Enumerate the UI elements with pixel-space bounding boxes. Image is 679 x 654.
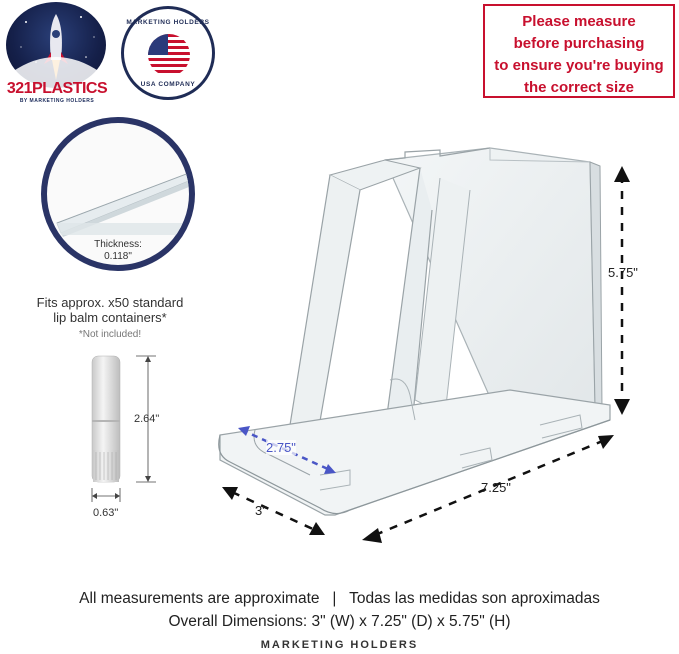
warning-line-3: to ensure you're buying xyxy=(494,57,664,74)
thickness-detail-circle xyxy=(41,117,195,271)
us-flag-icon xyxy=(148,34,190,76)
usa-badge-top-text: MARKETING HOLDERS xyxy=(126,19,210,26)
lip-balm-height-label: 2.64" xyxy=(134,413,160,425)
acrylic-edge-icon xyxy=(56,172,189,237)
usa-badge-bottom-text: USA COMPANY xyxy=(140,81,196,88)
warning-line-1: Please measure xyxy=(522,13,636,30)
approximate-note: All measurements are approximate | Todas… xyxy=(79,590,600,607)
lip-balm-width-label: 0.63" xyxy=(93,507,119,519)
logo-321-wordmark: 321PLASTICS xyxy=(6,80,108,97)
capacity-text: Fits approx. x50 standard lip balm conta… xyxy=(20,295,200,325)
width-dimension-label: 3" xyxy=(255,503,267,518)
thickness-title: Thickness: xyxy=(94,239,142,250)
footer-brand: MARKETING HOLDERS xyxy=(260,639,419,651)
measure-warning-box: Please measure before purchasing to ensu… xyxy=(483,4,675,98)
rocket-icon xyxy=(12,14,100,88)
logo-321-subtitle: BY MARKETING HOLDERS xyxy=(19,98,95,104)
warning-line-4: the correct size xyxy=(523,79,635,96)
height-dimension-label: 5.75" xyxy=(608,265,638,280)
not-included-note: *Not included! xyxy=(78,329,142,340)
logo-321-disc xyxy=(6,2,106,88)
warning-line-2: before purchasing xyxy=(513,35,645,52)
depth-dimension-label: 7.25" xyxy=(481,480,511,495)
capacity-line-1: Fits approx. x50 standard xyxy=(36,295,184,310)
logo-usa-company: MARKETING HOLDERS USA COMPANY xyxy=(121,6,215,100)
overall-dimensions: Overall Dimensions: 3" (W) x 7.25" (D) x… xyxy=(168,613,511,630)
logo-321plastics: 321PLASTICS BY MARKETING HOLDERS xyxy=(2,2,112,104)
thickness-value: 0.118" xyxy=(104,251,132,262)
inner-depth-label: 2.75" xyxy=(266,440,296,455)
thickness-label: Thickness: 0.118" xyxy=(80,239,156,263)
lip-balm-illustration xyxy=(91,355,156,502)
capacity-line-2: lip balm containers* xyxy=(53,310,167,325)
acrylic-display-illustration xyxy=(218,147,630,543)
